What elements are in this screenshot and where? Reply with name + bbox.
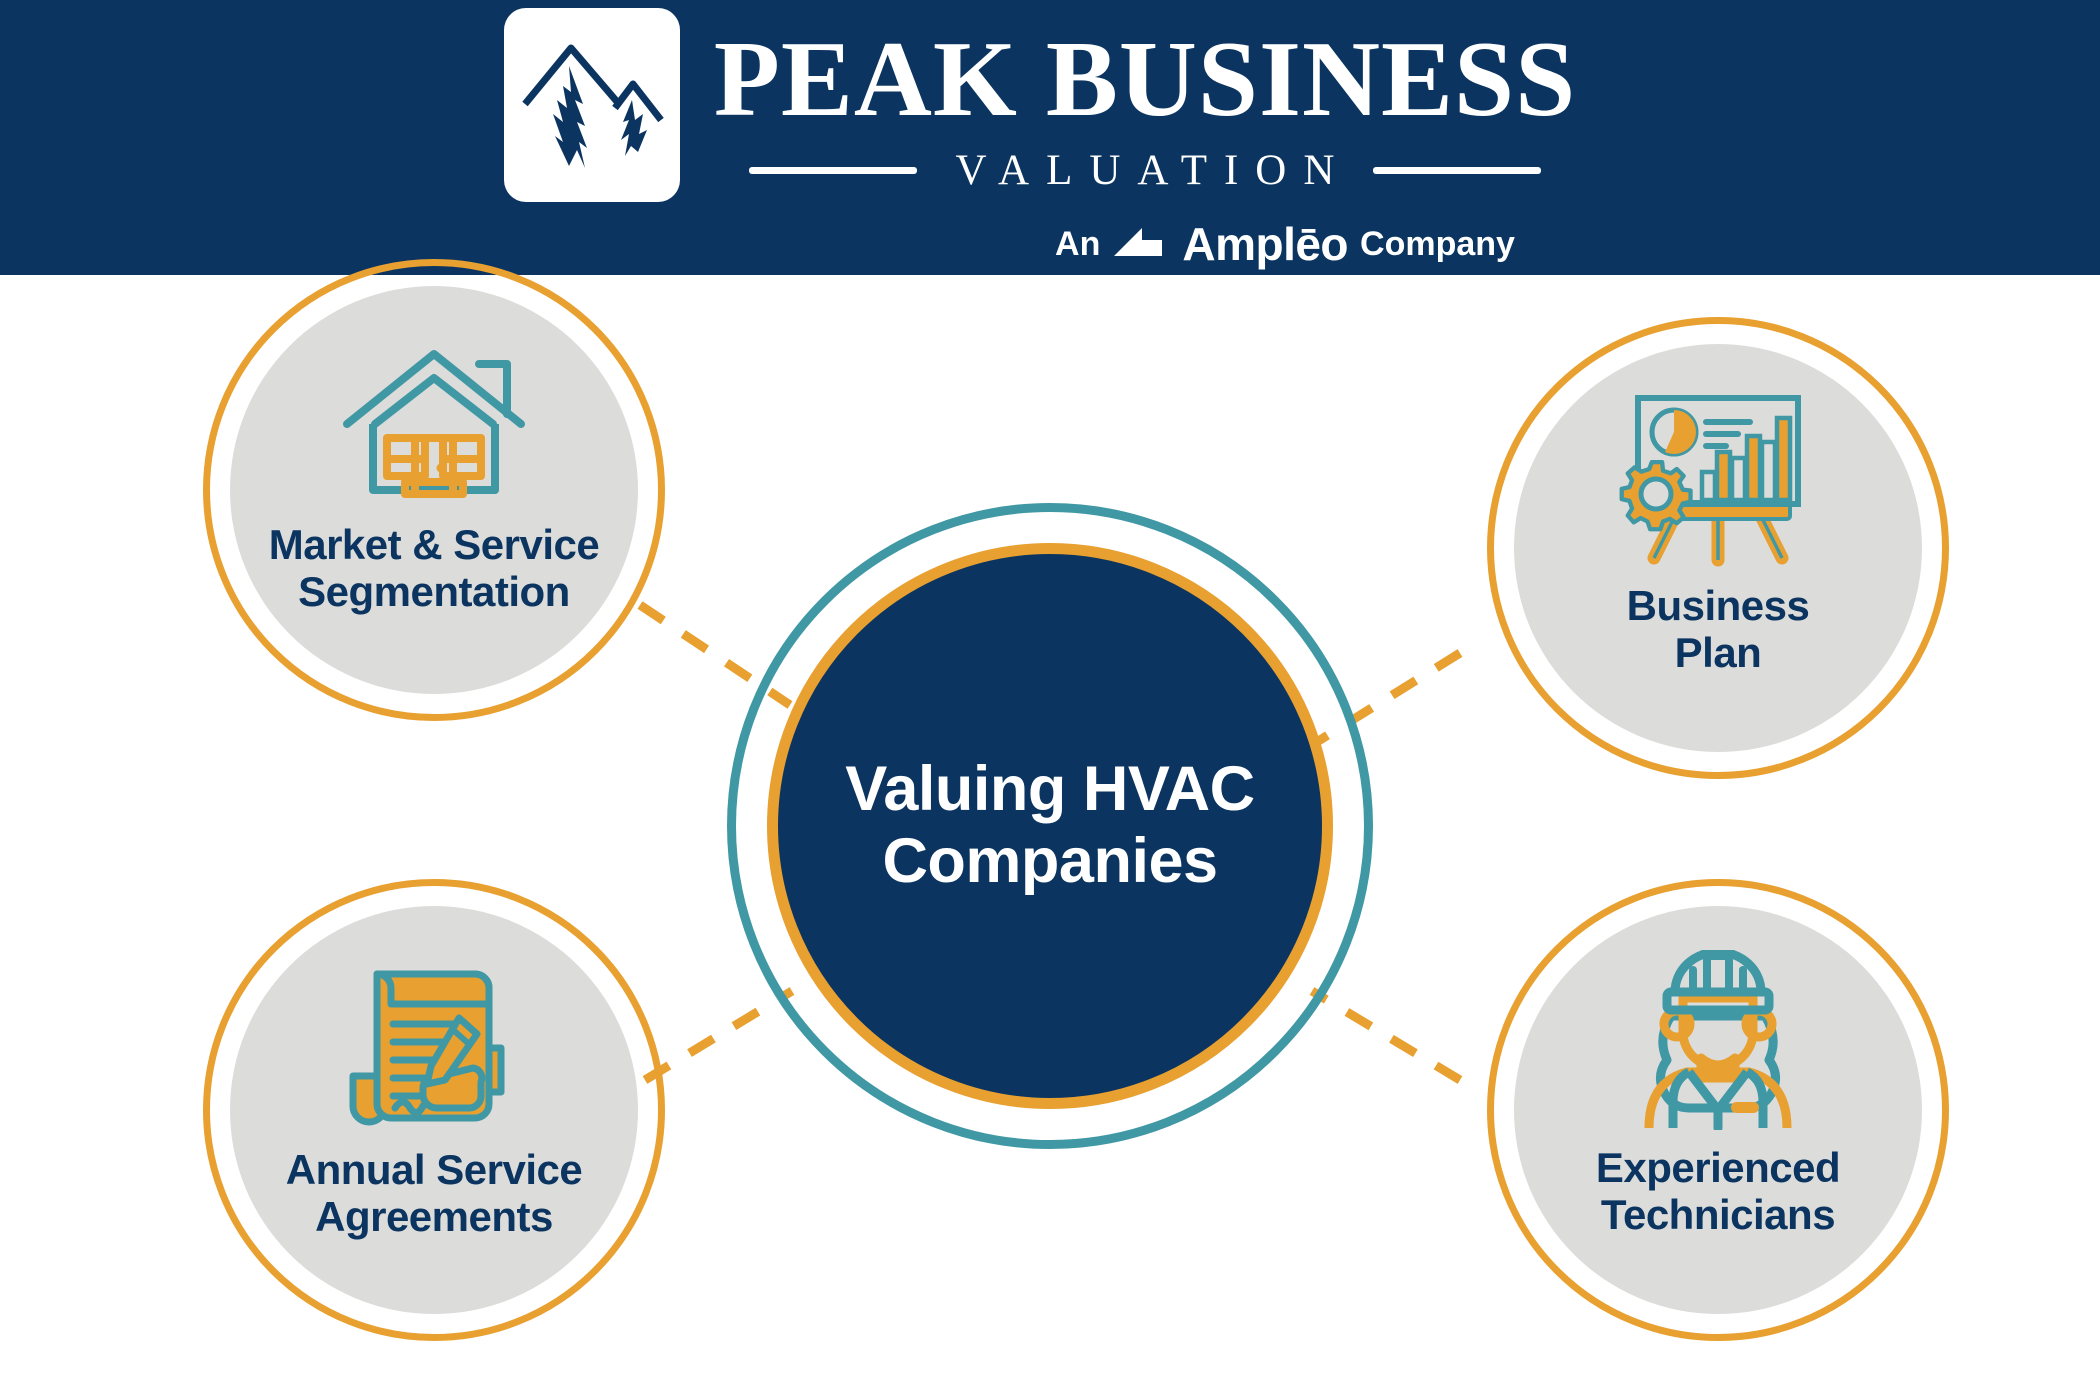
- brand-rule-left: [748, 167, 917, 174]
- center-node-valuing-hvac-companies[interactable]: Valuing HVAC Companies: [727, 503, 1373, 1149]
- node-label: Experienced Technicians: [1595, 1144, 1841, 1239]
- header-bar: PEAK BUSINESS VALUATION An Amplēo Compan…: [0, 0, 2100, 275]
- center-node-label: Valuing HVAC Companies: [845, 754, 1255, 896]
- node-fill: Experienced Technicians: [1514, 906, 1922, 1314]
- node-market-service-segmentation[interactable]: Market & Service Segmentation: [203, 259, 665, 721]
- brand-subtitle-row: VALUATION: [714, 146, 1576, 195]
- house-icon: [339, 342, 529, 507]
- tagline-brand: Amplēo: [1182, 218, 1349, 270]
- peak-logo-tile: [503, 8, 680, 202]
- ampleo-logo-icon: [1112, 222, 1168, 267]
- center-node-inner: Valuing HVAC Companies: [767, 543, 1333, 1109]
- node-fill: Annual Service Agreements: [230, 906, 638, 1314]
- connector-bottom-right: [1309, 987, 1463, 1084]
- brand-logo: PEAK BUSINESS VALUATION An Amplēo Compan…: [503, 4, 1576, 271]
- brand-wordmark: PEAK BUSINESS VALUATION An Amplēo Compan…: [714, 4, 1576, 271]
- tagline-suffix: Company: [1360, 224, 1515, 263]
- node-label: Market & Service Segmentation: [268, 521, 600, 616]
- node-business-plan[interactable]: Business Plan: [1487, 317, 1949, 779]
- brand-name: PEAK BUSINESS: [713, 20, 1577, 139]
- node-experienced-technicians[interactable]: Experienced Technicians: [1487, 879, 1949, 1341]
- diagram-canvas: Market & Service Segmentation: [0, 259, 2100, 1400]
- node-label: Annual Service Agreements: [285, 1146, 583, 1241]
- mountain-peak-icon: [522, 44, 664, 168]
- brand-subtitle: VALUATION: [955, 147, 1352, 194]
- presentation-easel-chart-gear-icon: [1614, 386, 1822, 568]
- connector-bottom-left: [642, 987, 795, 1084]
- tagline-prefix: An: [1055, 224, 1101, 263]
- node-annual-service-agreements[interactable]: Annual Service Agreements: [203, 879, 665, 1341]
- node-fill: Business Plan: [1514, 344, 1922, 752]
- parent-company-tagline: An Amplēo Company: [1055, 217, 1515, 271]
- node-label: Business Plan: [1626, 582, 1810, 677]
- brand-rule-right: [1373, 167, 1542, 174]
- node-fill: Market & Service Segmentation: [230, 286, 638, 694]
- contract-scroll-pen-icon: [341, 956, 527, 1128]
- technician-hardhat-icon: [1627, 950, 1809, 1130]
